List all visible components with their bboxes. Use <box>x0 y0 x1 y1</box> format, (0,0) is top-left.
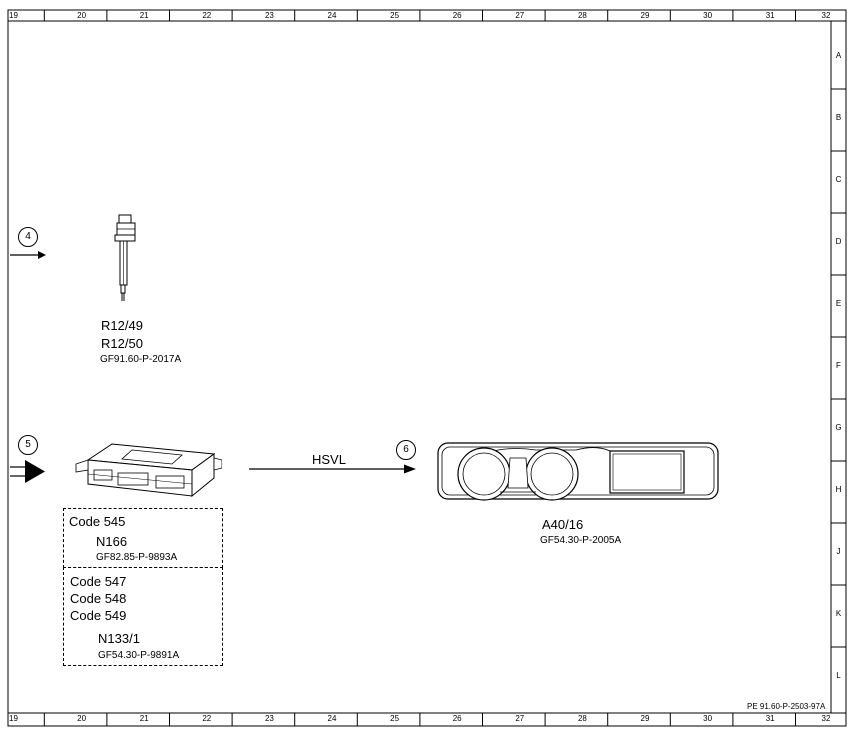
column-label: 31 <box>765 714 775 723</box>
column-label: 21 <box>139 714 149 723</box>
sensor-label-2: R12/50 <box>101 336 143 351</box>
box2-name: N133/1 <box>98 631 140 646</box>
column-label: 28 <box>577 714 587 723</box>
column-label: 27 <box>515 714 525 723</box>
column-label: 23 <box>264 11 274 20</box>
drawing-reference: PE 91.60-P-2503-97A <box>747 702 826 711</box>
column-label: 29 <box>640 714 650 723</box>
arrow-4-icon <box>10 251 46 259</box>
cluster-name: A40/16 <box>542 517 584 532</box>
instrument-cluster-icon <box>437 442 719 501</box>
column-label: 24 <box>327 11 337 20</box>
column-label: 28 <box>577 11 587 20</box>
signal-arrow-icon <box>249 464 416 474</box>
column-label: 19 <box>9 714 18 723</box>
column-label: 21 <box>139 11 149 20</box>
box2-ref: GF54.30-P-9891A <box>98 650 180 661</box>
box1-code: Code 545 <box>69 514 126 529</box>
cluster-ref: GF54.30-P-2005A <box>540 535 622 546</box>
column-label: 20 <box>77 11 87 20</box>
signal-label: HSVL <box>312 452 346 467</box>
column-label: 22 <box>202 714 212 723</box>
row-label: G <box>835 423 842 432</box>
row-label: F <box>836 361 841 370</box>
row-label: D <box>835 237 842 246</box>
arrow-5-icon <box>10 460 45 483</box>
box2-code-3: Code 549 <box>70 608 127 623</box>
column-label: 24 <box>327 714 337 723</box>
row-label: A <box>835 51 842 60</box>
callout-6: 6 <box>396 440 416 460</box>
column-label: 32 <box>821 714 831 723</box>
column-label: 32 <box>821 11 831 20</box>
column-label: 20 <box>77 714 87 723</box>
code-547-549-box <box>63 567 223 666</box>
column-label: 25 <box>390 11 400 20</box>
column-label: 27 <box>515 11 525 20</box>
sensor-label-1: R12/49 <box>101 318 143 333</box>
row-label: H <box>835 485 842 494</box>
column-label: 31 <box>765 11 775 20</box>
column-label: 25 <box>390 714 400 723</box>
row-label: C <box>835 175 842 184</box>
column-label: 22 <box>202 11 212 20</box>
callout-5: 5 <box>18 435 38 455</box>
box1-ref: GF82.85-P-9893A <box>96 552 178 563</box>
row-label: E <box>835 299 842 308</box>
row-label: K <box>835 609 842 618</box>
row-label: J <box>836 547 841 556</box>
column-label: 26 <box>452 714 462 723</box>
column-label: 19 <box>9 11 18 20</box>
control-unit-icon <box>75 443 222 498</box>
callout-4: 4 <box>18 227 38 247</box>
column-label: 30 <box>703 11 713 20</box>
box2-code-2: Code 548 <box>70 591 127 606</box>
column-label: 23 <box>264 714 274 723</box>
sensor-icon <box>114 214 136 301</box>
column-label: 30 <box>703 714 713 723</box>
sensor-ref: GF91.60-P-2017A <box>100 354 182 365</box>
grid-ticks <box>43 10 846 726</box>
box1-name: N166 <box>96 534 128 549</box>
row-label: B <box>835 113 842 122</box>
column-label: 29 <box>640 11 650 20</box>
row-label: L <box>836 671 841 680</box>
box2-code-1: Code 547 <box>70 574 127 589</box>
column-label: 26 <box>452 11 462 20</box>
